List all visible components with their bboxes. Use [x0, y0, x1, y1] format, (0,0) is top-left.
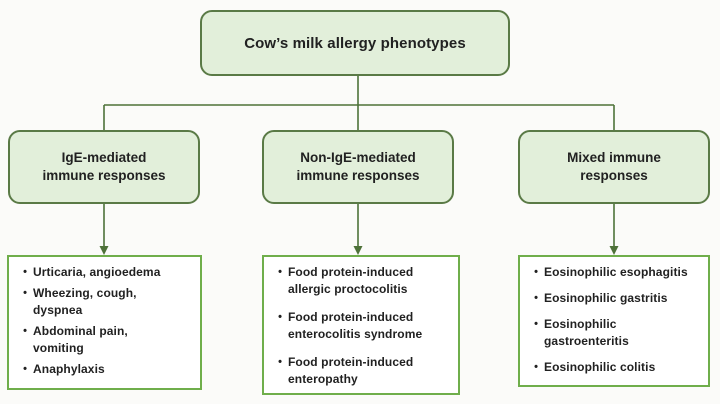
list-item: • Eosinophilic gastritis: [528, 290, 704, 307]
list-item-text: Food protein-induced enterocolitis syndr…: [288, 310, 423, 341]
list-item: • Abdominal pain, vomiting: [17, 323, 196, 357]
symptom-list: • Eosinophilic esophagitis • Eosinophili…: [528, 264, 704, 376]
symptom-list: • Urticaria, angioedema • Wheezing, coug…: [17, 264, 196, 378]
arrow-down-icon: [353, 246, 363, 255]
branch-node-label: Mixed immune responses: [567, 150, 661, 183]
bullet-icon: •: [278, 356, 282, 368]
bullet-icon: •: [23, 325, 27, 337]
branch-node-label: IgE-mediated immune responses: [42, 150, 166, 183]
list-item-text: Eosinophilic gastritis: [544, 291, 668, 305]
list-box-non-ige: • Food protein-induced allergic proctoco…: [262, 255, 460, 395]
list-item-text: Food protein-induced enteropathy: [288, 355, 414, 386]
list-item: • Food protein-induced enteropathy: [272, 354, 454, 388]
bullet-icon: •: [534, 292, 538, 304]
branch-node-label: Non-IgE-mediated immune responses: [296, 150, 420, 183]
arrow-down-icon: [99, 246, 109, 255]
list-item-text: Food protein-induced allergic proctocoli…: [288, 265, 414, 296]
list-item-text: Anaphylaxis: [33, 362, 105, 376]
bullet-icon: •: [23, 363, 27, 375]
branch-node-non-ige: Non-IgE-mediated immune responses: [262, 130, 454, 204]
list-item-text: Eosinophilic gastroenteritis: [544, 317, 629, 348]
list-item-text: Eosinophilic esophagitis: [544, 265, 688, 279]
root-node-label: Cow’s milk allergy phenotypes: [244, 34, 466, 52]
bullet-icon: •: [278, 266, 282, 278]
bullet-icon: •: [278, 311, 282, 323]
arrow-down-icon: [609, 246, 619, 255]
bullet-icon: •: [23, 287, 27, 299]
branch-node-mixed: Mixed immune responses: [518, 130, 710, 204]
list-box-mixed: • Eosinophilic esophagitis • Eosinophili…: [518, 255, 710, 387]
list-item: • Wheezing, cough, dyspnea: [17, 285, 196, 319]
list-item: • Anaphylaxis: [17, 361, 196, 378]
symptom-list: • Food protein-induced allergic proctoco…: [272, 264, 454, 388]
list-item-text: Wheezing, cough, dyspnea: [33, 286, 137, 317]
root-node: Cow’s milk allergy phenotypes: [200, 10, 510, 76]
list-item: • Food protein-induced allergic proctoco…: [272, 264, 454, 298]
branch-node-ige: IgE-mediated immune responses: [8, 130, 200, 204]
list-box-ige: • Urticaria, angioedema • Wheezing, coug…: [7, 255, 202, 390]
list-item: • Food protein-induced enterocolitis syn…: [272, 309, 454, 343]
bullet-icon: •: [534, 318, 538, 330]
list-item: • Eosinophilic colitis: [528, 359, 704, 376]
bullet-icon: •: [23, 266, 27, 278]
list-item-text: Urticaria, angioedema: [33, 265, 161, 279]
bullet-icon: •: [534, 361, 538, 373]
list-item: • Eosinophilic esophagitis: [528, 264, 704, 281]
list-item: • Eosinophilic gastroenteritis: [528, 316, 704, 350]
list-item-text: Eosinophilic colitis: [544, 360, 656, 374]
bullet-icon: •: [534, 266, 538, 278]
list-item: • Urticaria, angioedema: [17, 264, 196, 281]
list-item-text: Abdominal pain, vomiting: [33, 324, 128, 355]
